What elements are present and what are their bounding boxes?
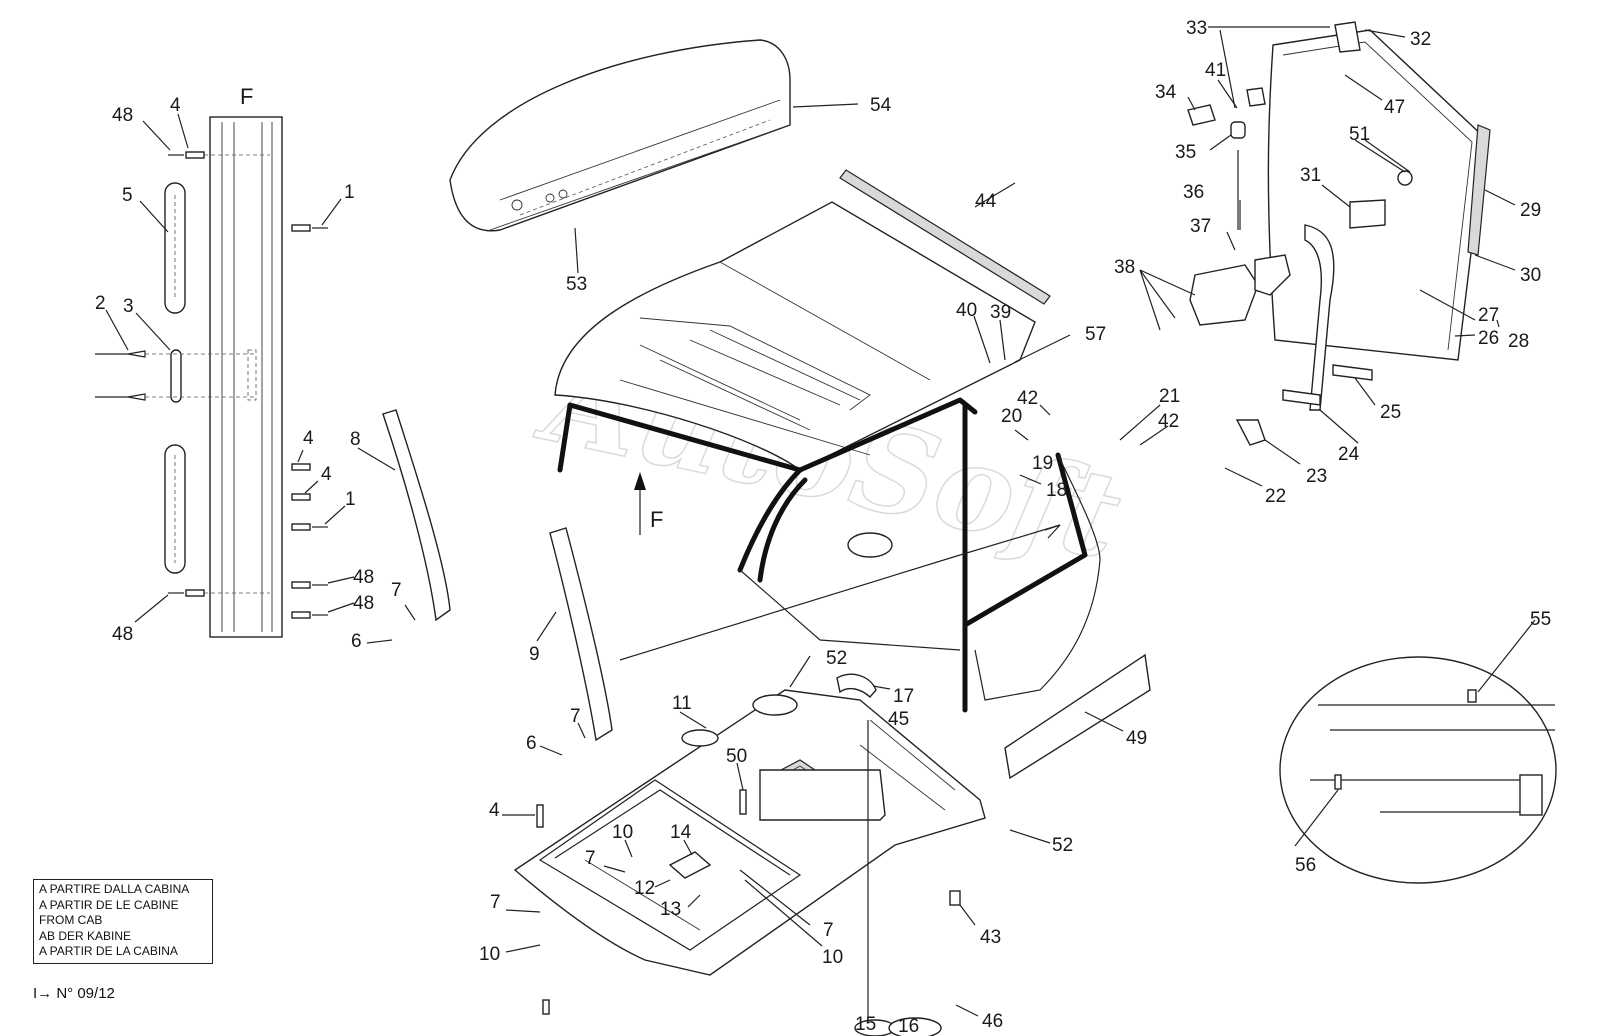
pillar-trim-9 <box>549 527 613 742</box>
side-panel-assembly <box>95 116 328 638</box>
callout-44: 44 <box>975 191 997 212</box>
callout-54: 54 <box>870 95 892 116</box>
callout-6: 6 <box>351 631 362 652</box>
floor-small-parts <box>536 673 961 1036</box>
pillar-trim-8 <box>382 409 451 622</box>
callout-12: 12 <box>634 878 655 899</box>
callout-labels: 1 1 2 3 4 4 4 4 5 6 6 7 7 7 7 7 8 9 10 1… <box>95 18 1551 1036</box>
ref-arrow-icon: I→ <box>33 985 53 1002</box>
callout-21: 21 <box>1159 386 1180 407</box>
callout-7e: 7 <box>823 920 834 941</box>
callout-10: 10 <box>612 822 633 843</box>
callout-29: 29 <box>1520 200 1541 221</box>
callout-45: 45 <box>888 709 909 730</box>
callout-4: 4 <box>170 95 181 116</box>
callout-37: 37 <box>1190 216 1211 237</box>
floor-panel <box>513 689 986 976</box>
callout-26: 26 <box>1478 328 1499 349</box>
callout-18: 18 <box>1046 480 1067 501</box>
callout-42b: 42 <box>1158 411 1179 432</box>
callout-19: 19 <box>1032 453 1053 474</box>
view-arrow <box>634 472 646 535</box>
callout-48c: 48 <box>353 593 374 614</box>
callout-20: 20 <box>1001 406 1022 427</box>
cab-applicability-note: A PARTIRE DALLA CABINA A PARTIR DE LE CA… <box>33 879 213 964</box>
roof-seal-44 <box>839 169 1051 305</box>
callout-9: 9 <box>529 644 540 665</box>
callout-51: 51 <box>1349 124 1370 145</box>
callout-39: 39 <box>990 302 1011 323</box>
serial-number: N° 09/12 <box>56 985 115 1002</box>
note-line: A PARTIRE DALLA CABINA <box>39 882 190 896</box>
callout-4c: 4 <box>321 464 332 485</box>
callout-47: 47 <box>1384 97 1405 118</box>
callout-4d: 4 <box>489 800 500 821</box>
callout-56: 56 <box>1295 855 1316 876</box>
note-line: AB DER KABINE <box>39 928 132 943</box>
callout-43: 43 <box>980 927 1001 948</box>
callout-6b: 6 <box>526 733 537 754</box>
inset-detail <box>1279 656 1557 884</box>
door-assembly <box>1187 21 1491 446</box>
callout-22: 22 <box>1265 486 1286 507</box>
callout-4b: 4 <box>303 428 314 449</box>
callout-28: 28 <box>1508 331 1529 352</box>
callout-25: 25 <box>1380 402 1401 423</box>
callout-42: 42 <box>1017 388 1038 409</box>
callout-31: 31 <box>1300 165 1321 186</box>
callout-16: 16 <box>898 1016 919 1036</box>
callout-48d: 48 <box>112 624 133 645</box>
callout-40: 40 <box>956 300 977 321</box>
view-arrow-label: F <box>650 507 663 532</box>
callout-7b: 7 <box>570 706 581 727</box>
callout-7: 7 <box>391 580 402 601</box>
note-line: A PARTIR DE LE CABINE <box>39 897 179 912</box>
callout-13: 13 <box>660 899 681 920</box>
callout-57: 57 <box>1085 324 1106 345</box>
callout-7c: 7 <box>585 848 596 869</box>
callout-50: 50 <box>726 746 747 767</box>
view-label: F <box>240 84 253 109</box>
note-line: FROM CAB <box>39 913 103 927</box>
leader-lines <box>105 26 1536 1018</box>
callout-46: 46 <box>982 1011 1003 1032</box>
callout-32: 32 <box>1410 29 1431 50</box>
callout-53: 53 <box>566 274 587 295</box>
callout-1b: 1 <box>345 489 356 510</box>
callout-41: 41 <box>1205 60 1226 81</box>
callout-7d: 7 <box>490 892 501 913</box>
callout-2: 2 <box>95 293 106 314</box>
callout-49: 49 <box>1126 728 1147 749</box>
callout-27: 27 <box>1478 305 1499 326</box>
callout-17: 17 <box>893 686 914 707</box>
cab-frame <box>449 39 1101 713</box>
callout-8: 8 <box>350 429 361 450</box>
callout-34: 34 <box>1155 82 1177 103</box>
side-strip-49 <box>1004 653 1151 780</box>
callout-1: 1 <box>344 182 355 203</box>
callout-15: 15 <box>855 1014 876 1035</box>
callout-35: 35 <box>1175 142 1196 163</box>
callout-30: 30 <box>1520 265 1541 286</box>
callout-52: 52 <box>826 648 847 669</box>
note-line: A PARTIR DE LA CABINA <box>39 944 178 958</box>
callout-48: 48 <box>112 105 133 126</box>
callout-24: 24 <box>1338 444 1360 465</box>
callout-14: 14 <box>670 822 692 843</box>
callout-52b: 52 <box>1052 835 1073 856</box>
serial-reference: I→ N° 09/12 <box>33 985 115 1002</box>
callout-10c: 10 <box>822 947 843 968</box>
callout-5: 5 <box>122 185 133 206</box>
callout-3: 3 <box>123 296 134 317</box>
callout-38: 38 <box>1114 257 1135 278</box>
callout-36: 36 <box>1183 182 1204 203</box>
callout-55: 55 <box>1530 609 1551 630</box>
callout-48b: 48 <box>353 567 374 588</box>
callout-23: 23 <box>1306 466 1327 487</box>
callout-10b: 10 <box>479 944 500 965</box>
callout-11: 11 <box>672 693 692 714</box>
callout-33: 33 <box>1186 18 1207 39</box>
